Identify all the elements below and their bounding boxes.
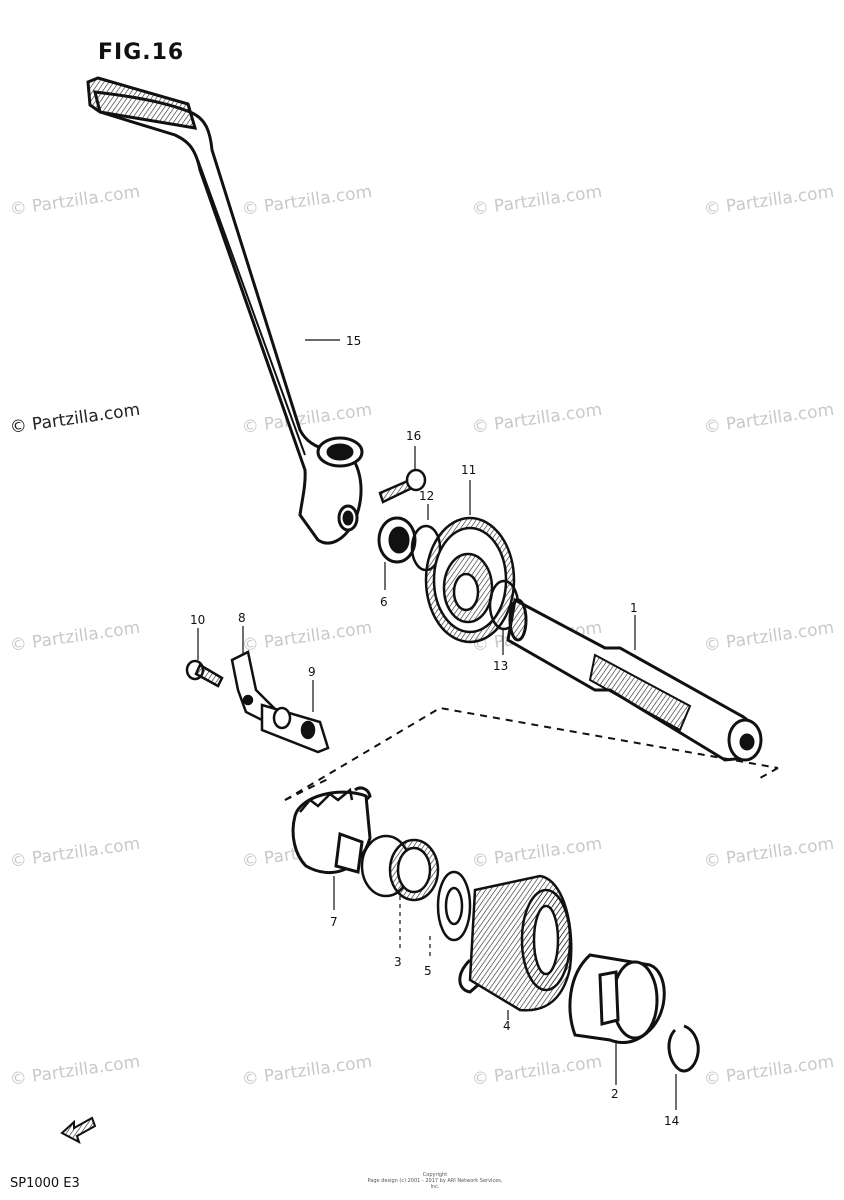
figure-title: FIG.16: [98, 40, 185, 65]
copyright-line-1: Copyright: [422, 1172, 448, 1178]
bolt-16[interactable]: [378, 468, 427, 504]
ratchet-7[interactable]: [291, 786, 372, 875]
callout-4: 4: [503, 1019, 511, 1033]
callout-15: 15: [346, 334, 361, 348]
callout-8: 8: [238, 611, 246, 625]
kick-starter-lever[interactable]: [86, 76, 364, 545]
callout-3: 3: [394, 955, 402, 969]
callout-12: 12: [419, 489, 434, 503]
callout-6: 6: [380, 595, 388, 609]
bolt-10[interactable]: [185, 659, 224, 688]
callout-10: 10: [190, 613, 205, 627]
collar-2[interactable]: [568, 953, 666, 1045]
callout-labels: 15 16 12 11 6 1 13 10 8 9 7 3 5 4 2 14: [190, 334, 679, 1128]
oil-seal-6[interactable]: [377, 516, 417, 564]
copyright-line-2: Page design (c) 2001 - 2017 by ARI Netwo…: [367, 1178, 503, 1190]
washer-5[interactable]: [436, 870, 472, 942]
assembly-bracket-dashed: [284, 706, 779, 801]
callout-13: 13: [493, 659, 508, 673]
kick-idle-gear-11[interactable]: [424, 516, 516, 644]
callout-1: 1: [630, 601, 638, 615]
circlip-14[interactable]: [667, 1024, 700, 1073]
front-arrow-icon: [60, 1116, 97, 1145]
callout-5: 5: [424, 964, 432, 978]
leader-lines: [197, 339, 677, 1110]
kick-starter-shaft-1[interactable]: [506, 597, 763, 762]
return-spring-4[interactable]: [458, 874, 573, 1012]
callout-11: 11: [461, 463, 476, 477]
callout-16: 16: [406, 429, 421, 443]
copyright-notice: Copyright Page design (c) 2001 - 2017 by…: [365, 1172, 505, 1190]
callout-14: 14: [664, 1114, 679, 1128]
plate-9[interactable]: [260, 703, 330, 754]
callout-7: 7: [330, 915, 338, 929]
spring-guide-3[interactable]: [360, 834, 440, 902]
model-code: SP1000 E3: [10, 1176, 80, 1191]
callout-9: 9: [308, 665, 316, 679]
callout-2: 2: [611, 1087, 619, 1101]
